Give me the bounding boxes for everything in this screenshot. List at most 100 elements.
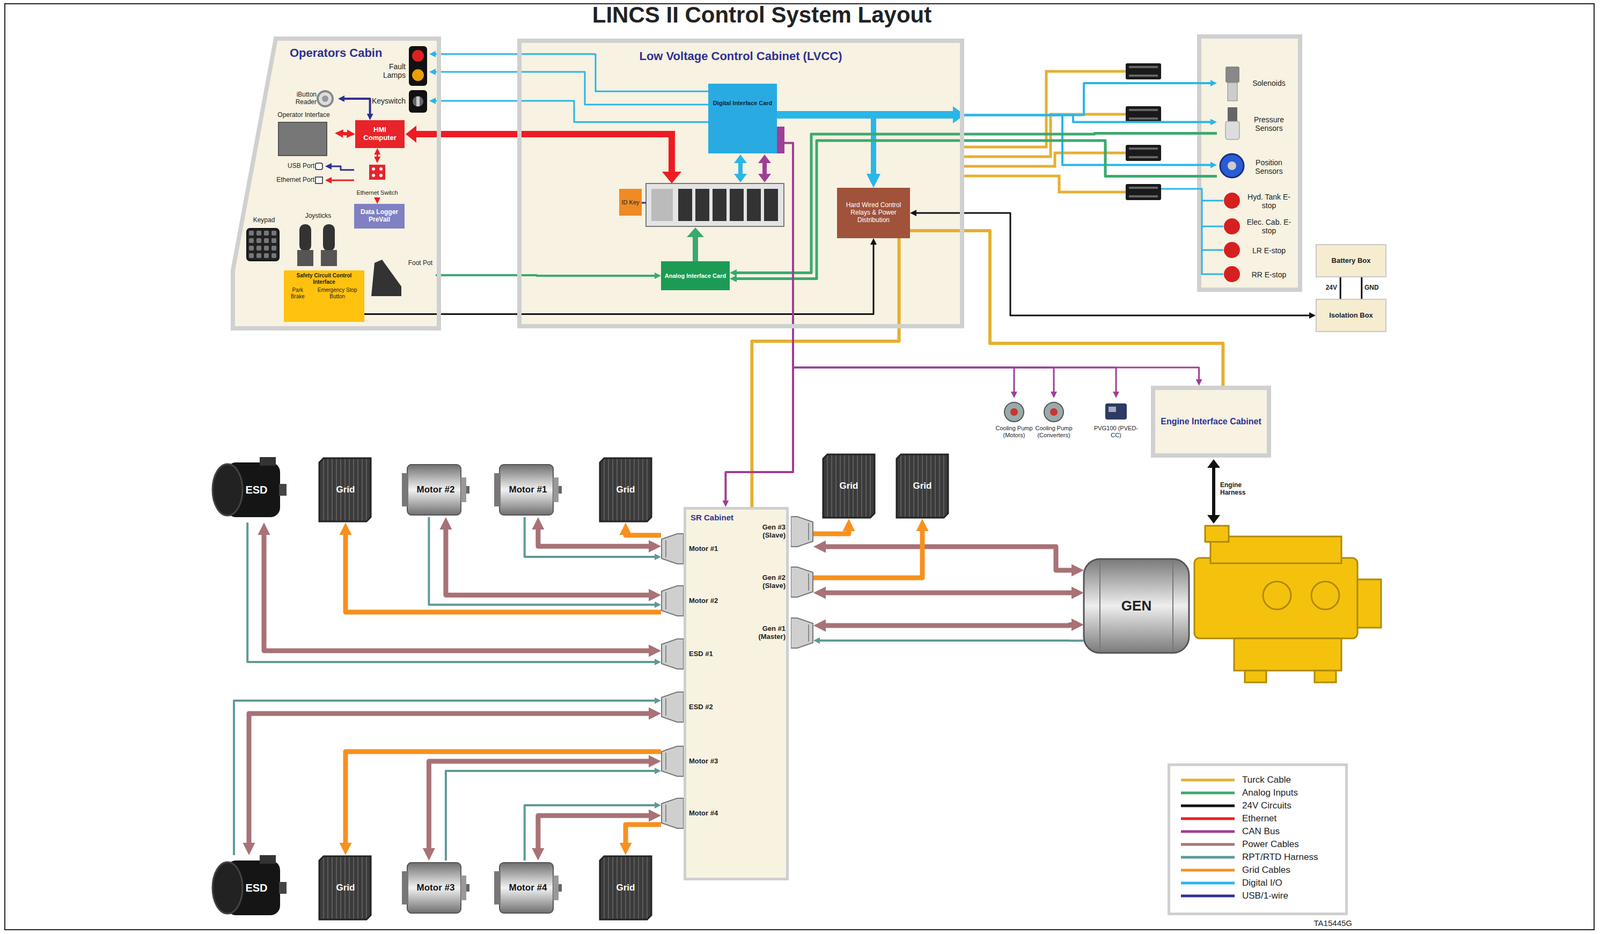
node-text: Low Voltage Control Cabinet (LVCC) [523, 49, 958, 63]
legend-swatch-box [1180, 892, 1235, 900]
voltage-label: 24V [1315, 284, 1338, 292]
node-text: Motor #2 [404, 484, 468, 496]
foot-pot: Foot Pot [370, 252, 436, 299]
node-text: Operators Cabin [289, 46, 437, 60]
connector [1339, 277, 1342, 299]
node-text: Keypad [244, 216, 284, 225]
connector [428, 761, 655, 855]
connector [524, 805, 658, 861]
legend-text: Turck Cable [1242, 774, 1291, 786]
connector [445, 523, 655, 596]
node-text: Hard Wired Control Relays & Power Distri… [839, 201, 908, 224]
data-logger: Data Logger PreVail [354, 203, 405, 229]
legend-row: Turck Cable [1180, 773, 1335, 787]
node-text: GEN [1085, 598, 1187, 615]
connector [263, 529, 655, 651]
node-text: Grid [897, 480, 948, 492]
legend-swatch [1180, 843, 1235, 847]
node-text: Cooling Pump (Motors) [995, 424, 1033, 439]
grid-resistor: Grid [598, 457, 653, 523]
connector [776, 143, 1200, 384]
legend-swatch [1180, 882, 1235, 885]
node-text: Position Sensors [1241, 158, 1297, 176]
port-label: ESD #2 [661, 691, 736, 724]
connector [909, 230, 1223, 386]
legend-swatch-box [1180, 828, 1235, 835]
legend-swatch [1180, 869, 1235, 872]
node-text: ESD #1 [688, 650, 735, 659]
sr-cabinet: SR CabinetMotor #1Motor #2ESD #1ESD #2Mo… [683, 507, 789, 881]
node-text: Pressure Sensors [1241, 115, 1297, 133]
analog-interface-card: Analog Interface Card [661, 261, 730, 291]
legend-swatch [1180, 856, 1235, 860]
node-text: Motor #4 [496, 882, 560, 894]
legend-row: Digital I/O [1180, 876, 1335, 890]
id-key: ID Key [619, 188, 642, 216]
legend-row: Ethernet [1180, 812, 1335, 826]
legend-swatch-box [1180, 841, 1235, 848]
esd-flywheel: ESD [211, 855, 287, 921]
e-stop: LR E-stop [1216, 239, 1298, 262]
connector [328, 166, 355, 171]
engine-interface-cabinet: Engine Interface Cabinet [1150, 385, 1272, 458]
ibutton-reader: iButton Reader [279, 85, 339, 112]
legend-swatch-box [1180, 815, 1235, 822]
safety-interface: Safety Circuit Control InterfacePark Bra… [283, 270, 365, 322]
node-text: Elec. Cab. E-stop [1241, 217, 1297, 236]
node-text: ESD [227, 882, 286, 895]
node-text: Motor #1 [496, 484, 560, 496]
connector [813, 525, 923, 578]
node-text: SR Cabinet [690, 512, 784, 523]
legend-swatch [1180, 791, 1235, 795]
node-text: Gen #2 (Slave) [751, 574, 786, 591]
node-text: Ethernet Port [266, 176, 315, 185]
port-label: Gen #1 (Master) [750, 614, 814, 652]
port-label: Motor #1 [661, 532, 736, 565]
cooling-pump: Cooling Pump (Motors) [994, 398, 1034, 452]
legend-row: Grid Cables [1180, 863, 1335, 877]
operator-interface: Operator Interface [272, 110, 335, 158]
legend-text: Power Cables [1242, 839, 1299, 850]
legend-row: 24V Circuits [1180, 799, 1335, 813]
port-label: Gen #2 (Slave) [750, 560, 814, 604]
connector [776, 143, 1054, 396]
legend-swatch-box [1180, 789, 1235, 797]
node-text: Ethernet Switch [356, 189, 399, 197]
isolation-box: Isolation Box [1315, 298, 1387, 333]
grid-resistor: Grid [598, 855, 653, 921]
legend-text: Analog Inputs [1242, 787, 1298, 799]
node-text: Grid [320, 882, 371, 894]
motor: Motor #3 [401, 860, 470, 916]
connector [819, 590, 1078, 596]
legend-swatch [1180, 779, 1235, 782]
legend-swatch [1180, 830, 1235, 834]
port-label: Motor #4 [661, 797, 736, 830]
harness-label: Engine Harness [1220, 481, 1259, 497]
legend-text: Grid Cables [1242, 864, 1291, 876]
connector [780, 83, 1214, 116]
node-text: Data Logger PreVail [356, 208, 403, 224]
title-box: LINCS II Control System Layout [493, 2, 1031, 28]
connector [538, 815, 655, 855]
legend-swatch-box [1180, 802, 1235, 810]
e-stop: Elec. Cab. E-stop [1216, 214, 1298, 239]
relay-box: Hard Wired Control Relays & Power Distri… [837, 187, 910, 239]
port-label: Motor #3 [661, 745, 736, 778]
node-text: Cooling Pump (Converters) [1035, 424, 1073, 439]
digital-interface-card: Digital Interface Card [708, 83, 777, 154]
node-text: Motor #1 [688, 545, 735, 554]
legend-row: Power Cables [1180, 838, 1335, 851]
node-text: RR E-stop [1241, 270, 1297, 280]
legend-text: Digital I/O [1242, 877, 1283, 889]
connector [625, 824, 662, 849]
legend-text: CAN Bus [1242, 826, 1280, 838]
legend-row: Analog Inputs [1180, 786, 1335, 800]
motor: Motor #4 [494, 860, 562, 916]
node-text: Battery Box [1318, 257, 1384, 266]
legend-swatch [1180, 894, 1235, 898]
legend-swatch-box [1180, 776, 1235, 784]
cabin-panel: Operators CabinFault LampsKeyswitchiButt… [230, 38, 439, 329]
connector [248, 713, 655, 849]
